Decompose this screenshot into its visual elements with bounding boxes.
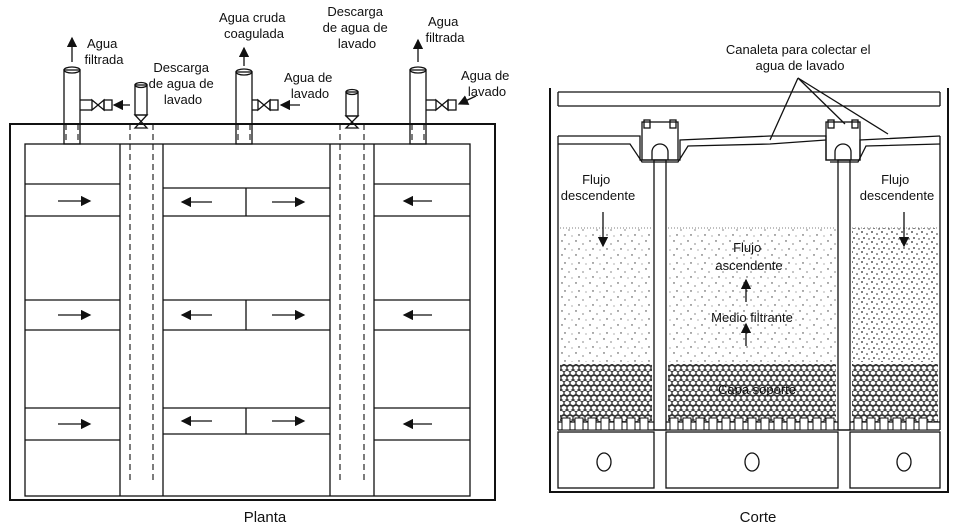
nozzle (773, 417, 783, 431)
nozzle (639, 417, 649, 431)
label-medio-filtrante: Medio filtrante (711, 310, 793, 325)
nozzle (825, 417, 835, 431)
nozzle (812, 417, 822, 431)
medio-filtrante-center (668, 228, 836, 362)
label-agua-lavado-mid: Agua de lavado (284, 70, 336, 101)
trough-profile (558, 135, 941, 161)
medio-filtrante-right (852, 228, 938, 362)
caption-planta: Planta (244, 509, 287, 526)
planta-labels: Agua filtrada Descarga de agua de lavado… (84, 4, 513, 107)
capa-soporte-center (668, 364, 836, 422)
wash-troughs (641, 119, 861, 161)
false-bottom (558, 417, 940, 431)
nozzle (747, 417, 757, 431)
nozzle (879, 417, 889, 431)
label-agua-filtrada-left: Agua filtrada (84, 36, 124, 67)
label-flujo-desc-left: Flujo descendente (561, 172, 635, 203)
nozzle (853, 417, 863, 431)
corte-outer-wall (549, 88, 949, 493)
nozzle (613, 417, 623, 431)
nozzle (786, 417, 796, 431)
nozzle (669, 417, 679, 431)
nozzle (866, 417, 876, 431)
label-descarga-left: Descarga de agua de lavado (149, 60, 218, 107)
nozzle (695, 417, 705, 431)
label-agua-lavado-right: Agua de lavado (461, 68, 513, 99)
planta-channels (119, 124, 375, 496)
label-capa-soporte: Capa soporte (718, 382, 796, 397)
planta-outer-wall (9, 123, 496, 501)
underdrain-chambers (557, 431, 941, 489)
nozzle (799, 417, 809, 431)
label-flujo-desc-right: Flujo descendente (860, 172, 934, 203)
capa-soporte-right (852, 364, 938, 422)
nozzle (905, 417, 915, 431)
label-flujo-asc: Flujo ascendente (715, 240, 782, 273)
label-canaleta: Canaleta para colectar el agua de lavado (726, 42, 874, 73)
nozzle (587, 417, 597, 431)
planta-pipes (63, 36, 477, 145)
nozzle (574, 417, 584, 431)
nozzle (626, 417, 636, 431)
nozzle (600, 417, 610, 431)
nozzle (918, 417, 928, 431)
nozzle (760, 417, 770, 431)
nozzle (682, 417, 692, 431)
nozzle (708, 417, 718, 431)
capa-soporte-left (560, 364, 652, 422)
planta-view: Agua filtrada Descarga de agua de lavado… (9, 4, 513, 526)
planta-flow-arrows (58, 195, 432, 430)
nozzle (734, 417, 744, 431)
caption-corte: Corte (740, 509, 777, 526)
planta-bands (25, 183, 470, 441)
label-agua-filtrada-right: Agua filtrada (425, 14, 465, 45)
nozzle (892, 417, 902, 431)
label-descarga-mid: Descarga de agua de lavado (323, 4, 392, 51)
corte-view: Canaleta para colectar el agua de lavado… (549, 42, 949, 526)
label-agua-cruda: Agua cruda coagulada (219, 10, 289, 41)
medio-filtrante-left (560, 228, 652, 362)
nozzle (721, 417, 731, 431)
planta-inner-wall (24, 143, 471, 497)
nozzle (561, 417, 571, 431)
